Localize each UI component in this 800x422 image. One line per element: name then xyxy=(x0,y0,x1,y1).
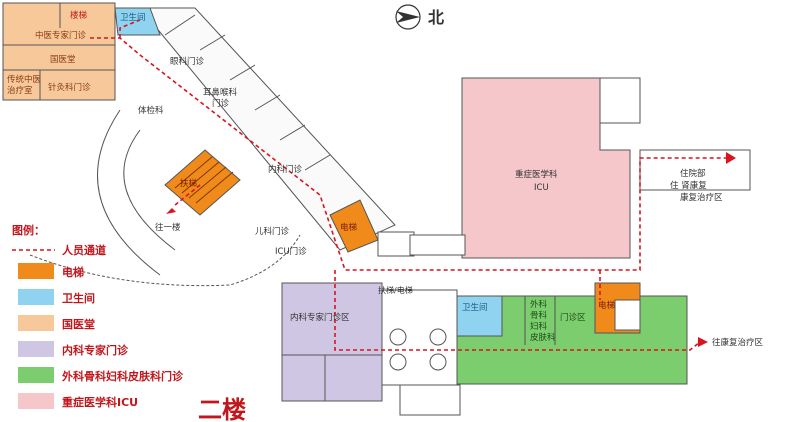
arrow-downstairs xyxy=(166,208,176,214)
lower-annex xyxy=(399,384,461,416)
toilet-top-label: 卫生间 xyxy=(120,12,146,23)
pediatric-label-1: 儿科门诊 xyxy=(255,226,290,237)
arrow-to-rehab xyxy=(698,337,708,347)
icu-area xyxy=(461,77,641,259)
stair-mid xyxy=(377,231,415,257)
legend-item-toilet: 卫生间 xyxy=(18,289,95,305)
icu-code-label: ICU xyxy=(534,183,549,193)
trad-center-label-2: 治疗室 xyxy=(7,85,33,96)
icu-name-label: 重症医学科 xyxy=(515,169,558,180)
room-labels: 楼梯 卫生间 中医专家门诊 国医堂 传统中医 治疗室 针灸科门诊 眼科门诊 耳鼻… xyxy=(7,10,764,348)
stair-top-label: 楼梯 xyxy=(70,10,88,21)
compass: 北 xyxy=(395,4,444,30)
ortho-clinic-label: 眼科门诊 xyxy=(170,56,205,67)
escalator-top-label: 扶梯 xyxy=(180,178,198,189)
legend-label-elevator: 电梯 xyxy=(62,265,84,279)
surgery-area xyxy=(456,295,688,385)
guoyitang-label: 国医堂 xyxy=(50,54,76,65)
legend: 图例： 人员通道 电梯 卫生间 国医堂 内科专家门诊 外科骨科妇科皮肤科门诊 重… xyxy=(12,223,184,409)
legend-label-toilet: 卫生间 xyxy=(62,291,95,305)
inpatient-label-2: 住 肾康复 xyxy=(670,180,707,191)
inpatient-label-3: 康复治疗区 xyxy=(680,192,723,203)
internal-clinic-label: 内科门诊 xyxy=(268,164,303,175)
elevator-mid-label: 电梯 xyxy=(340,222,358,233)
compass-arrow-icon xyxy=(396,11,420,23)
floor-title: 二楼 xyxy=(198,396,246,422)
surgery-label-2: 骨科 xyxy=(530,310,548,321)
diagonal-wing xyxy=(138,7,396,251)
inpatient-label-1: 住院部 xyxy=(680,168,706,179)
legend-item-surgery: 外科骨科妇科皮肤科门诊 xyxy=(18,367,184,383)
curved-outline-outer xyxy=(97,109,161,276)
escalator-bottom-label: 扶梯/电梯 xyxy=(378,285,413,295)
to-rehab-label: 往康复治疗区 xyxy=(712,337,764,348)
legend-item-elevator: 电梯 xyxy=(18,263,84,279)
toilet-bottom-label: 卫生间 xyxy=(462,302,488,313)
tcm-area xyxy=(2,2,116,101)
legend-item-internal: 内科专家门诊 xyxy=(18,341,129,357)
surgery-label-1: 外科 xyxy=(530,299,548,310)
curved-outline-inner xyxy=(123,129,176,251)
icu-corridor xyxy=(409,234,466,256)
escalator-down-label: 往一楼 xyxy=(155,222,181,233)
tcm-expert-label: 中医专家门诊 xyxy=(35,30,87,41)
legend-label-tcm: 国医堂 xyxy=(62,317,95,331)
acupuncture-label: 针灸科门诊 xyxy=(48,82,91,93)
surgery-area-label: 门诊区 xyxy=(560,312,586,323)
legend-title: 图例： xyxy=(12,223,45,237)
ent-clinic-label-2: 门诊 xyxy=(212,98,230,109)
legend-item-tcm: 国医堂 xyxy=(18,315,95,331)
curved-outline xyxy=(29,234,301,287)
surgery-label-3: 妇科 xyxy=(530,321,548,332)
stair-bottom xyxy=(614,299,641,331)
personnel-path xyxy=(90,19,728,351)
internal-expert-label: 内科专家门诊区 xyxy=(290,312,350,323)
internal-expert-area xyxy=(281,282,383,402)
escalator-bottom xyxy=(381,289,458,386)
legend-label-path: 人员通道 xyxy=(62,243,106,257)
legend-item-path: 人员通道 xyxy=(12,243,106,257)
arrow-to-inpatient xyxy=(726,152,736,164)
escalator-center xyxy=(164,149,241,216)
legend-item-icu: 重症医学科ICU xyxy=(18,393,138,409)
compass-label: 北 xyxy=(428,8,444,27)
elevator-bottom-label: 电梯 xyxy=(598,300,616,311)
legend-label-internal: 内科专家门诊 xyxy=(62,343,129,357)
legend-label-icu: 重症医学科ICU xyxy=(62,395,138,409)
surgery-label-4: 皮肤科 xyxy=(530,332,556,343)
legend-label-surgery: 外科骨科妇科皮肤科门诊 xyxy=(61,369,184,383)
right-wing xyxy=(639,149,751,191)
pediatric-label-2: ICU门诊 xyxy=(275,246,307,257)
exam-label: 体检科 xyxy=(138,105,164,116)
trad-center-label-1: 传统中医 xyxy=(7,74,42,85)
ent-clinic-label-1: 耳鼻喉科 xyxy=(203,87,238,98)
